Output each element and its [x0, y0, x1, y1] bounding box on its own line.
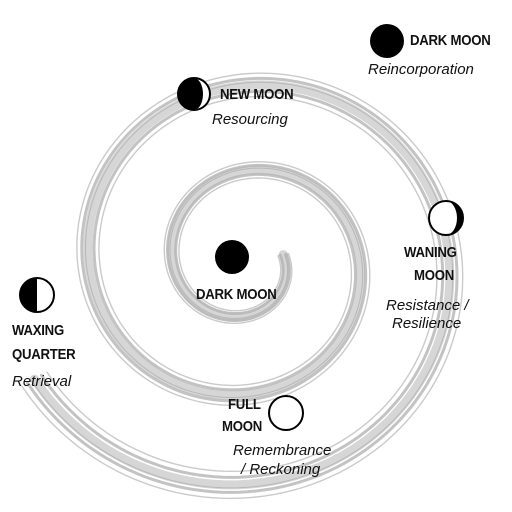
new-moon-subtitle: Resourcing [212, 111, 288, 128]
spiral-stroke [39, 89, 445, 479]
outer-dark-moon-subtitle: Reincorporation [368, 61, 474, 78]
full-moon-icon [268, 395, 304, 431]
dark-moon-icon [215, 240, 249, 274]
full-moon-subtitle-1: Remembrance [233, 442, 332, 459]
center-dark-moon-title: DARK MOON [196, 286, 277, 303]
waning-gibbous-icon [428, 200, 464, 236]
spiral-stroke [21, 72, 464, 500]
new-moon-title: NEW MOON [220, 86, 294, 103]
full-moon-subtitle-2: / Reckoning [241, 461, 321, 478]
waxing-quarter-subtitle: Retrieval [12, 373, 72, 390]
waxing-crescent-icon [177, 77, 211, 111]
waning-moon-subtitle-2: Resilience [392, 315, 462, 332]
outer-dark-moon-title: DARK MOON [410, 32, 491, 49]
spiral-stroke [46, 95, 438, 473]
waning-moon-title-1: WANING [404, 244, 457, 261]
spiral-stroke [29, 80, 455, 490]
full-moon-title-2: MOON [222, 418, 263, 435]
first-quarter-icon [19, 277, 55, 313]
full-moon-title-1: FULL [228, 396, 261, 413]
waning-moon-subtitle-1: Resistance / [386, 297, 469, 314]
outer-dark-moon-icon [370, 24, 404, 58]
waning-moon-title-2: MOON [414, 267, 455, 284]
waxing-quarter-title-2: QUARTER [12, 346, 76, 363]
waxing-quarter-title-1: WAXING [12, 322, 64, 339]
spiral-stroke [31, 81, 454, 489]
spiral-stroke [26, 76, 459, 494]
